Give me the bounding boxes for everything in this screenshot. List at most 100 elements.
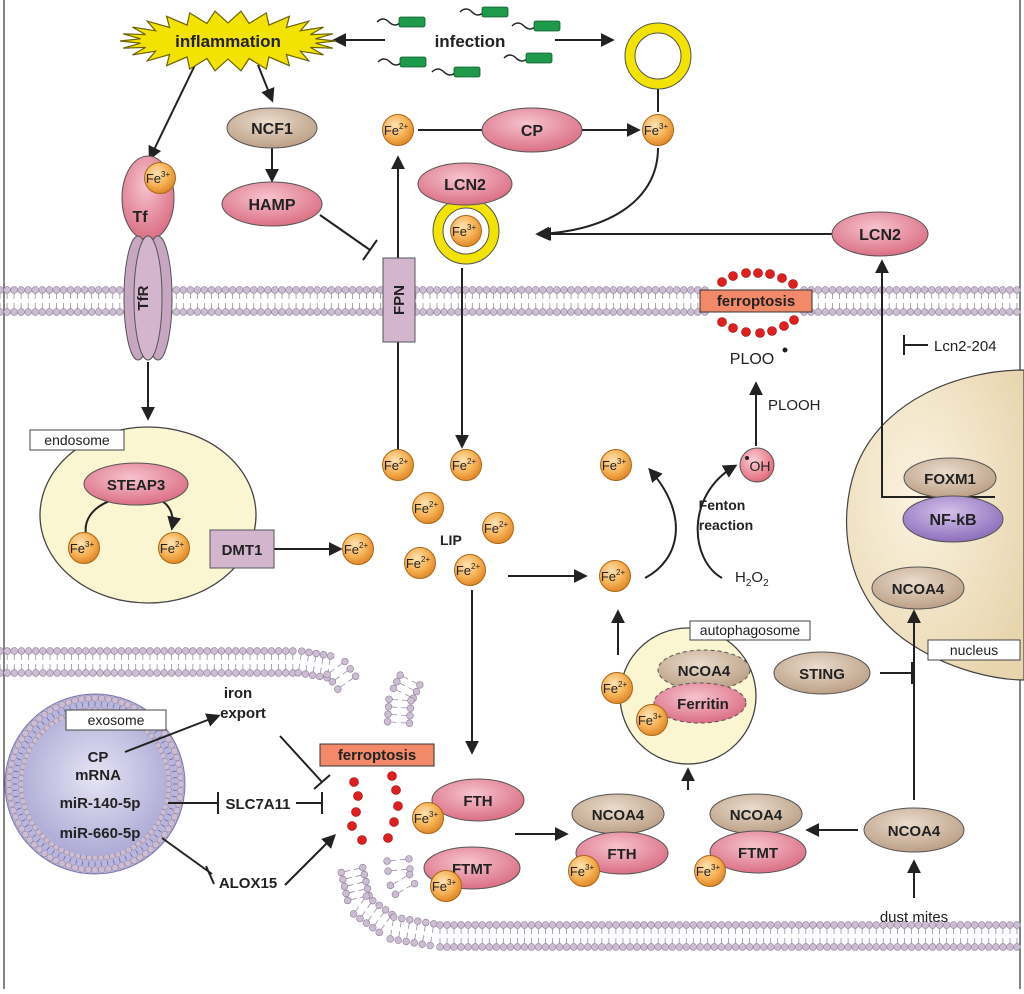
lipid-head [824,944,831,951]
exosome-lipid-head [7,794,13,800]
lipid-tail [431,937,432,943]
lipid-head [648,944,655,951]
inhibit-ironexport-ferroptosis [280,736,322,782]
lipid-head [61,670,68,677]
lipid-head [582,287,589,294]
lipid-head [943,287,950,294]
exosome-lipid-head [85,695,91,701]
h2o2-o: O [751,569,763,586]
lipid-head [370,309,377,316]
exosome-lipid-head [178,774,184,780]
lipid-head [857,287,864,294]
lipid-head [349,309,356,316]
lipid-head [528,944,535,951]
lipid-head [342,309,349,316]
ncoa4-autophagosome-label: NCOA4 [678,663,731,680]
lipid-head [68,670,75,677]
lipid-head [631,309,638,316]
exosome-lipid-head [59,860,65,866]
lipid-head [279,287,286,294]
lipid-tail [415,934,416,940]
lipid-head [437,944,444,951]
exosome-lipid-head [92,867,98,873]
lipid-head [850,309,857,316]
ferrous-iron-fe2: Fe2+ [455,555,486,586]
lipid-head [486,944,493,951]
lipid-head [613,922,620,929]
lipid-tail [343,671,348,674]
lipid-head [243,287,250,294]
lipid-tail [403,677,408,680]
inflammation-burst: inflammation [120,11,336,71]
lipid-head [880,944,887,951]
exosome-lipid-head [31,842,37,848]
lipid-head [32,670,39,677]
lipid-head [444,944,451,951]
lipid-head [81,309,88,316]
lipid-head [518,309,525,316]
lipid-head [774,922,781,929]
tfr-label: TfR [135,285,152,310]
lipid-head [746,944,753,951]
mir660-label: miR-660-5p [60,825,141,842]
lipid-head [208,309,215,316]
lipid-head [767,944,774,951]
lipid-head [936,944,943,951]
exosome-lipid-head [178,781,184,787]
lipid-tail [356,875,361,876]
lcn2-204-label: Lcn2-204 [934,338,997,355]
lipid-head [465,922,472,929]
iron-charge: 3+ [161,170,170,179]
lipid-head [511,287,518,294]
lipid-head [182,670,189,677]
oxidized-lipid-head [352,808,361,817]
iron-charge: 2+ [429,500,438,509]
lipid-head [257,309,264,316]
exosome-lipid-head [15,820,21,826]
iron-charge: 2+ [421,555,430,564]
oxidized-lipid-head [729,272,738,281]
lipid-head [999,287,1006,294]
lipid-head [617,309,624,316]
lipid-head [866,944,873,951]
lipid-head [978,287,985,294]
lipid-head [208,287,215,294]
ploo-label: PLOO [730,351,774,368]
lipid-head [822,287,829,294]
lipid-head [886,287,893,294]
exosome-lipid-head [12,814,18,820]
lipid-tail [308,656,309,662]
exosome-lipid-head [92,855,98,861]
lipid-head [781,922,788,929]
ncoa4-ftmt-label: NCOA4 [730,807,783,824]
lipid-head [864,287,871,294]
lipid-tail [345,870,350,871]
lipid-head [859,922,866,929]
exosome-lipid-head [41,711,47,717]
lipid-head [111,648,118,655]
exosome-lipid-head [78,866,84,872]
lipid-head [697,944,704,951]
lipid-tail [401,869,407,870]
bacterium-flagellum [512,23,536,29]
lipid-tail [354,868,359,869]
iron-symbol: Fe [432,879,447,894]
fpn-label: FPN [391,285,408,315]
exosome-lipid-head [153,842,159,848]
lipid-head [102,309,109,316]
infection-label: infection [435,32,506,51]
lipid-head [659,309,666,316]
exosome-lipid-head [6,788,12,794]
lipid-head [53,309,60,316]
exosome-lipid-head [171,814,177,820]
lipid-head [387,882,394,889]
lipid-head [314,287,321,294]
fenton-label-2: reaction [699,517,753,533]
lipid-head [67,287,74,294]
lipid-head [893,309,900,316]
lipid-head [683,922,690,929]
lipid-head [914,309,921,316]
lipid-head [275,648,282,655]
lipid-tail [423,935,424,941]
lipid-head [598,944,605,951]
